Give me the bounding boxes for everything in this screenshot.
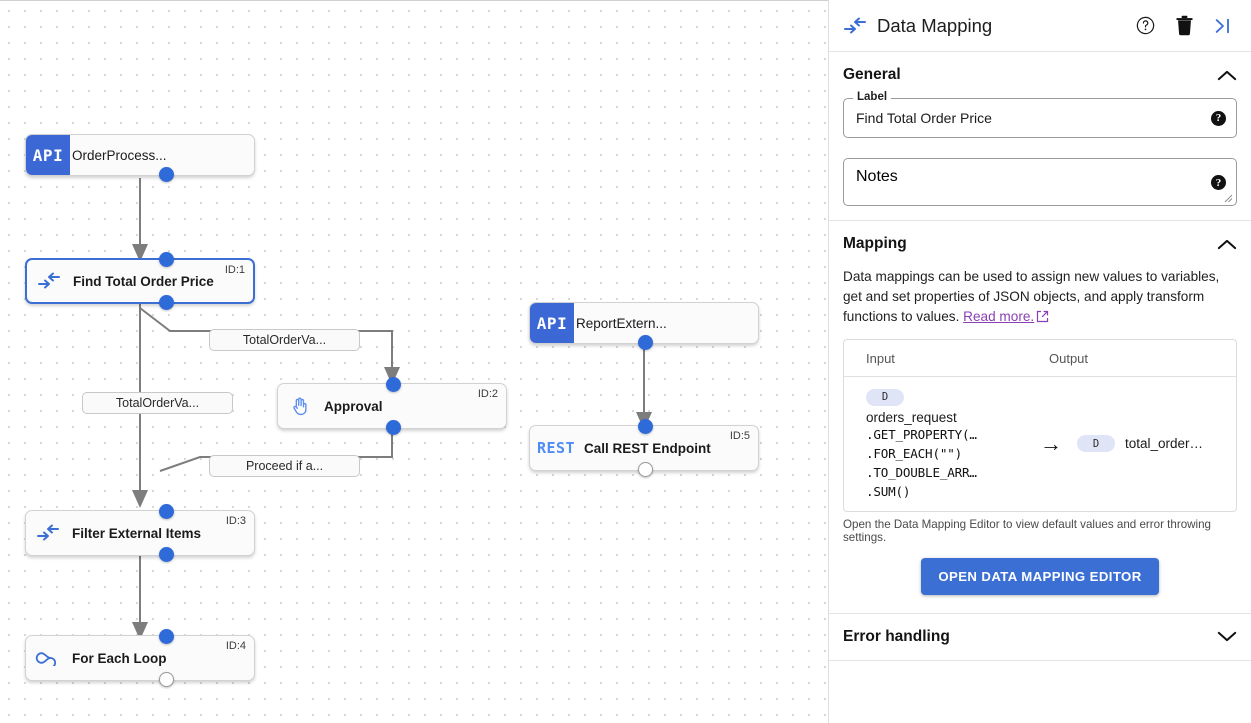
node-find-total-order-price[interactable]: Find Total Order Price ID:1 [25,252,255,310]
mapping-arrow-icon: → [1040,430,1062,456]
node-title: Find Total Order Price [73,273,214,289]
section-general: General Label Find Total Order Price ? N… [829,52,1251,221]
node-id-label: ID:5 [729,430,750,442]
section-error-handling-header[interactable]: Error handling [843,614,1237,660]
label-field-legend: Label [853,91,892,103]
node-filter-external-items[interactable]: Filter External Items ID:3 [25,504,255,562]
label-field-help-icon[interactable]: ? [1211,110,1226,126]
node-output-port[interactable] [638,335,653,350]
section-mapping: Mapping Data mappings can be used to ass… [829,221,1251,614]
edge-label-text: TotalOrderVa... [115,396,200,410]
node-input-port[interactable] [638,419,653,434]
api-badge: API [530,303,574,343]
edge-label-total-order-va-2[interactable]: TotalOrderVa... [82,392,233,414]
mapping-table-header: Input Output [844,340,1236,377]
notes-field-help-icon[interactable]: ? [1211,175,1226,190]
loop-icon [26,650,70,666]
edge-label-text: Proceed if a... [245,459,324,473]
node-output-port[interactable] [159,167,174,182]
section-mapping-title: Mapping [843,235,907,252]
node-id-label: ID:1 [224,264,245,276]
node-report-extern[interactable]: API ReportExtern... [529,302,759,350]
external-link-icon[interactable] [1036,309,1049,329]
edge-label-text: TotalOrderVa... [242,333,327,347]
resize-handle[interactable] [1223,193,1233,203]
hand-icon [278,395,322,417]
delete-icon[interactable] [1175,15,1194,36]
input-type-badge: D [866,388,904,406]
node-title: Call REST Endpoint [584,440,711,456]
input-expression-line: .FOR_EACH("") [866,445,962,461]
mapping-table: Input Output D orders_request .GET_PROPE… [843,339,1237,512]
chevron-up-icon[interactable] [1217,69,1237,82]
column-header-output: Output [1049,350,1089,366]
section-error-handling: Error handling [829,614,1251,661]
node-output-port[interactable] [159,295,174,310]
output-type-badge: D [1077,435,1115,453]
panel-title: Data Mapping [877,14,993,36]
column-header-input: Input [866,350,895,366]
node-input-port[interactable] [159,252,174,267]
read-more-link[interactable]: Read more. [963,309,1035,324]
node-id-label: ID:3 [225,515,246,527]
chevron-down-icon[interactable] [1217,630,1237,643]
data-mapping-icon [27,272,71,290]
mapping-input-cell: D orders_request .GET_PROPERTY(… .FOR_EA… [844,377,1029,511]
label-field-value: Find Total Order Price [856,110,992,126]
node-title: For Each Loop [72,650,167,666]
node-id-label: ID:4 [225,640,246,652]
node-id-label: ID:2 [477,388,498,400]
input-expression-line: .TO_DOUBLE_ARR… [866,464,977,480]
node-title: Filter External Items [72,525,202,541]
mapping-table-note: Open the Data Mapping Editor to view def… [843,517,1211,544]
data-mapping-icon [26,524,70,542]
edge-connectors [132,178,652,640]
label-field[interactable]: Label Find Total Order Price ? [843,91,1237,138]
data-mapping-icon [843,17,873,35]
mapping-description: Data mappings can be used to assign new … [843,267,1237,339]
collapse-panel-icon[interactable] [1213,16,1233,36]
panel-header-actions [1135,15,1237,36]
node-output-port[interactable] [159,672,174,687]
node-input-port[interactable] [386,377,401,392]
node-for-each-loop[interactable]: For Each Loop ID:4 [25,629,255,687]
section-error-handling-title: Error handling [843,627,950,645]
section-mapping-header[interactable]: Mapping [843,221,1237,267]
node-title: ReportExtern... [576,315,667,331]
mapping-output-cell: D total_order… [1073,435,1236,453]
mapping-description-text: Data mappings can be used to assign new … [843,269,1220,324]
node-output-port[interactable] [159,547,174,562]
node-order-process[interactable]: API OrderProcess... [25,134,255,182]
input-expression-line: .GET_PROPERTY(… [866,426,977,442]
open-data-mapping-editor-button[interactable]: OPEN DATA MAPPING EDITOR [921,557,1159,595]
rest-badge: REST [536,439,576,457]
edge-label-proceed-if-a[interactable]: Proceed if a... [209,455,360,477]
panel-header: Data Mapping [829,0,1251,52]
node-output-port[interactable] [386,420,401,435]
node-call-rest-endpoint[interactable]: REST Call REST Endpoint ID:5 [529,419,759,477]
node-title: OrderProcess... [72,147,167,163]
input-expression-line: .SUM() [866,483,911,499]
help-icon[interactable] [1135,15,1156,36]
node-title: Approval [324,398,383,414]
notes-field[interactable]: Notes ? [843,158,1237,206]
section-general-header[interactable]: General [843,52,1237,98]
notes-field-placeholder: Notes [856,168,898,185]
edge-label-total-order-va-1[interactable]: TotalOrderVa... [209,329,360,351]
node-approval[interactable]: Approval ID:2 [277,377,507,435]
chevron-up-icon[interactable] [1217,238,1237,251]
input-variable-name: orders_request [866,409,957,425]
api-badge: API [26,135,70,175]
node-input-port[interactable] [159,504,174,519]
node-output-port[interactable] [638,462,653,477]
node-input-port[interactable] [159,629,174,644]
section-general-title: General [843,66,901,83]
output-variable-name: total_order… [1125,436,1204,452]
properties-panel: Data Mapping [828,0,1251,723]
workflow-canvas[interactable]: API OrderProcess... Find Total Order Pri… [0,0,828,723]
mapping-table-row[interactable]: D orders_request .GET_PROPERTY(… .FOR_EA… [844,377,1236,511]
